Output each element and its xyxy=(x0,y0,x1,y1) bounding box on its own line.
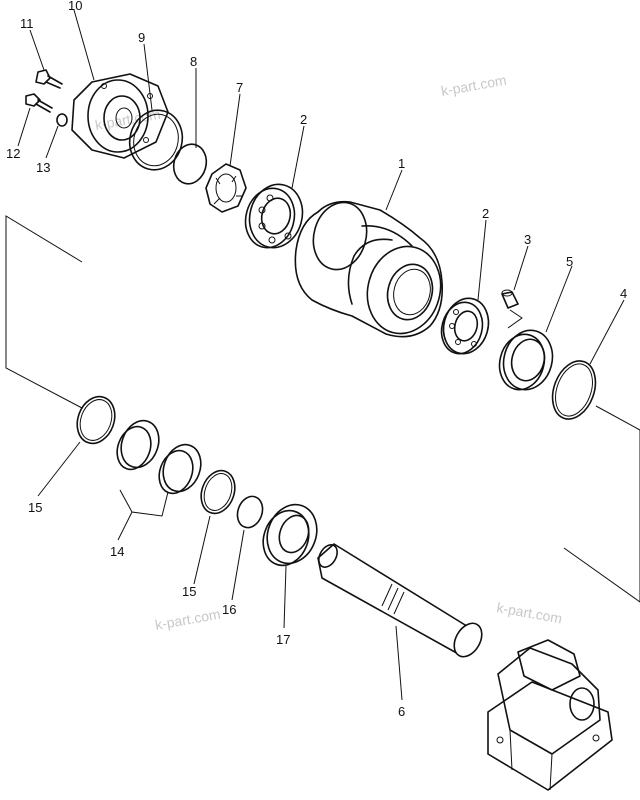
leader-line xyxy=(119,489,169,517)
pin-part-3 xyxy=(501,289,519,309)
callout-2-right: 2 xyxy=(482,206,489,221)
bolt-part-12 xyxy=(25,93,53,113)
o-ring-part-16 xyxy=(236,495,264,529)
seal-ring-part-14a xyxy=(116,419,160,471)
o-ring-part-15-middle xyxy=(200,469,236,515)
leader-line xyxy=(117,511,133,541)
leader-line xyxy=(507,309,523,329)
seal-part-5 xyxy=(498,329,554,391)
callout-2-left: 2 xyxy=(300,112,307,127)
callout-1: 1 xyxy=(398,156,405,171)
leader-line xyxy=(545,265,573,333)
callout-10: 10 xyxy=(68,0,82,13)
frame-line-right xyxy=(563,405,640,603)
leader-line xyxy=(73,9,95,81)
leader-line xyxy=(143,43,153,111)
callout-5: 5 xyxy=(566,254,573,269)
leader-line xyxy=(193,515,211,585)
o-ring-part-9-inner xyxy=(133,113,179,167)
leader-line xyxy=(291,125,305,189)
callout-9: 9 xyxy=(138,30,145,45)
o-ring-part-15-middle-inner xyxy=(203,473,233,511)
callout-15-left: 15 xyxy=(28,500,42,515)
bearing-part-2-left xyxy=(244,183,304,249)
callout-16: 16 xyxy=(222,602,236,617)
callout-15-middle: 15 xyxy=(182,584,196,599)
bearing-part-2-right xyxy=(440,297,490,355)
nut-part-7 xyxy=(205,163,247,213)
leader-line xyxy=(385,169,403,211)
callout-3: 3 xyxy=(524,232,531,247)
callout-12: 12 xyxy=(6,146,20,161)
callout-4: 4 xyxy=(620,286,627,301)
o-ring-part-4 xyxy=(551,360,597,420)
callout-8: 8 xyxy=(190,54,197,69)
leader-line xyxy=(395,625,403,701)
bolt-part-11 xyxy=(35,69,63,89)
leader-line xyxy=(37,441,81,497)
leader-line xyxy=(513,245,529,291)
watermark: k-part.com xyxy=(440,72,508,99)
bracket-housing xyxy=(487,639,613,791)
watermark: k-part.com xyxy=(154,606,222,633)
o-ring-part-4-inner xyxy=(555,363,593,417)
leader-line xyxy=(45,125,59,159)
shaft-part-6 xyxy=(317,543,483,658)
leader-line xyxy=(229,93,241,167)
leader-line xyxy=(29,29,45,71)
roller-part-1 xyxy=(294,200,444,338)
leader-line xyxy=(231,529,245,601)
washer-part-13 xyxy=(56,113,68,127)
callout-6: 6 xyxy=(398,704,405,719)
leader-line xyxy=(477,219,487,301)
o-ring-part-8 xyxy=(172,143,208,185)
callout-13: 13 xyxy=(36,160,50,175)
callout-7: 7 xyxy=(236,80,243,95)
collar-part-17 xyxy=(262,503,318,567)
leader-line xyxy=(17,107,31,147)
o-ring-part-15-left-inner xyxy=(79,399,113,441)
watermark: k-part.com xyxy=(495,599,563,626)
cover-part-10 xyxy=(71,73,169,159)
leader-line xyxy=(283,565,287,629)
callout-17: 17 xyxy=(276,632,290,647)
seal-ring-part-14b xyxy=(158,443,202,495)
leader-line xyxy=(589,299,625,365)
o-ring-part-9 xyxy=(128,109,184,171)
o-ring-part-15-left xyxy=(76,395,116,445)
callout-14: 14 xyxy=(110,544,124,559)
callout-11: 11 xyxy=(20,16,34,31)
frame-line-left xyxy=(5,215,83,409)
